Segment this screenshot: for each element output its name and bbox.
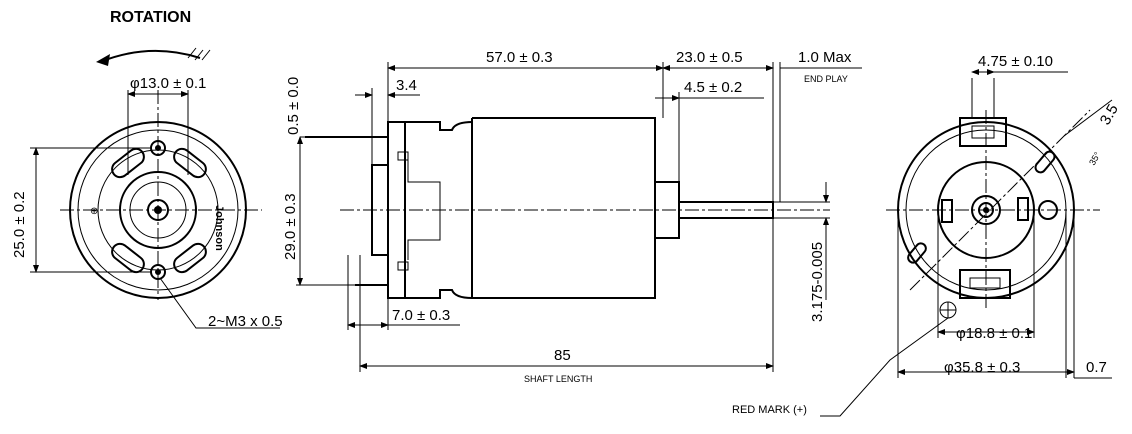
dim-side-1max: 1.0 Max (798, 49, 852, 66)
vent-slot-3 (111, 242, 145, 274)
dim-side-85: 85 (554, 347, 571, 364)
dim-rear-35: 3.5 (1097, 101, 1122, 128)
dim-rear-07: 0.7 (1086, 359, 1107, 376)
rear-slot-right (1034, 150, 1056, 174)
dim-rear-angle: 35° (1087, 150, 1103, 167)
dim-side-05: 0.5 ± 0.0 (285, 77, 302, 135)
dim-side-23: 23.0 ± 0.5 (676, 49, 743, 66)
svg-text:⊕: ⊕ (90, 206, 98, 217)
end-play-label: END PLAY (804, 74, 848, 84)
dim-m3: 2~M3 x 0.5 (208, 313, 283, 330)
leader-m3 (159, 277, 280, 329)
dim-side-45: 4.5 ± 0.2 (684, 79, 742, 96)
dim-side-29: 29.0 ± 0.3 (282, 193, 299, 260)
dim-side-3175: 3.175-0.005 (809, 242, 826, 322)
vent-slot-1 (111, 147, 145, 179)
vent-slot-2 (173, 147, 207, 179)
dim-front-d13: φ13.0 ± 0.1 (130, 75, 206, 92)
dim-side-34: 3.4 (396, 77, 417, 94)
dim-rear-475: 4.75 ± 0.10 (978, 53, 1053, 70)
side-view: 0.5 ± 0.0 29.0 ± 0.3 3.4 57.0 ± 0.3 23.0… (282, 49, 862, 384)
rotation-arrow-icon (96, 47, 211, 66)
rear-terminal-bottom (959, 269, 1011, 299)
dim-side-7: 7.0 ± 0.3 (392, 307, 450, 324)
dim-rear-358: φ35.8 ± 0.3 (944, 359, 1020, 376)
motor-can (472, 117, 656, 299)
brand-label: Johnson (213, 205, 225, 251)
dim-rear-188: φ18.8 ± 0.1 (956, 325, 1032, 342)
rear-slot-left (907, 242, 927, 264)
front-view: ROTATION Johnson ⊕ (11, 9, 283, 330)
dim-front-25: 25.0 ± 0.2 (11, 191, 28, 258)
leader-red-mark (820, 317, 949, 417)
vent-slot-4 (173, 242, 207, 274)
shaft-length-label: SHAFT LENGTH (524, 374, 592, 384)
rear-view: 4.75 ± 0.10 3.5 35° φ18.8 ± 0.1 φ35.8 ± … (732, 53, 1122, 417)
rotation-title: ROTATION (110, 9, 191, 26)
rear-terminal-top (959, 117, 1007, 147)
dim-side-57: 57.0 ± 0.3 (486, 49, 553, 66)
red-mark-label: RED MARK (+) (732, 404, 807, 416)
